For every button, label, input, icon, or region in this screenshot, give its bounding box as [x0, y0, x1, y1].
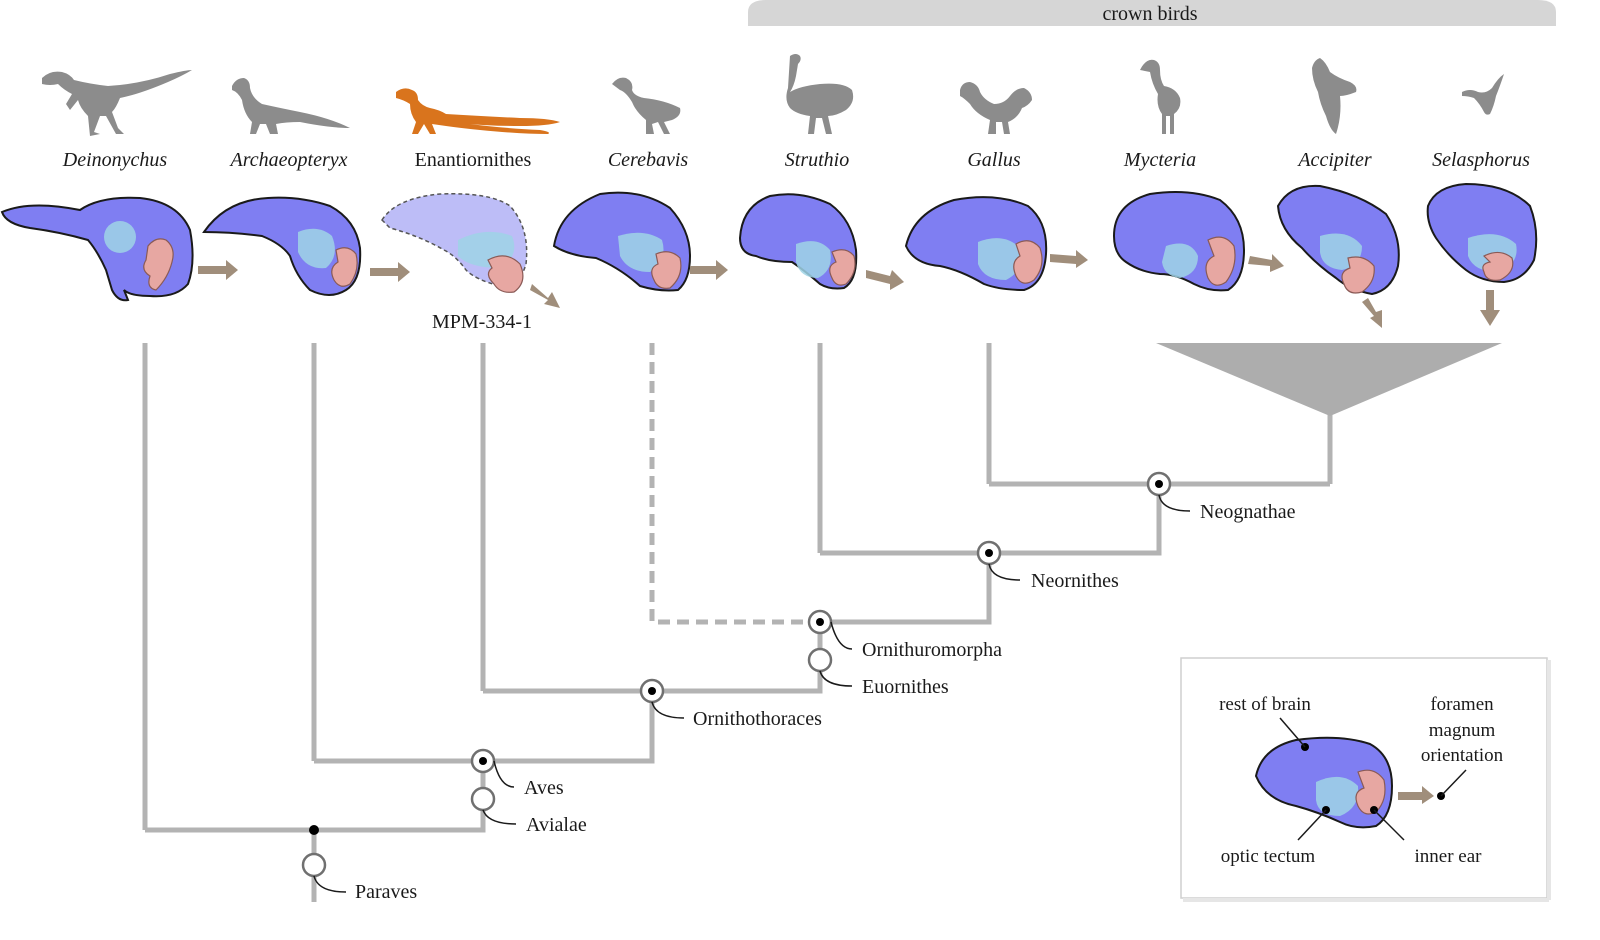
crown-birds-label: crown birds	[1103, 3, 1198, 25]
foramen-arrow-icon	[866, 270, 904, 290]
crown-birds-banner	[748, 0, 1556, 26]
bird-silhouette-icon	[786, 54, 854, 134]
foramen-arrow-icon	[370, 262, 410, 282]
legend-foramen-line3: orientation	[1421, 745, 1504, 766]
bird-silhouette-icon	[1312, 58, 1357, 134]
brain-endocast-icon	[1276, 184, 1400, 296]
node-aves	[470, 748, 515, 788]
clade-label-neognathae: Neognathae	[1200, 501, 1296, 523]
clade-label-aves: Aves	[524, 777, 564, 799]
bird-silhouette-icon	[960, 82, 1032, 134]
node-avialae	[470, 786, 517, 825]
bird-silhouette-icon	[1140, 59, 1181, 134]
branch-euornithes	[483, 622, 823, 694]
brain-endocast-icon	[0, 196, 194, 302]
taxon-name: Selasphorus	[1432, 149, 1530, 171]
foramen-arrow-icon	[1398, 786, 1434, 804]
bird-silhouette-icon	[612, 77, 681, 134]
node-paraves-root	[301, 825, 347, 893]
node-ornithothoraces	[639, 678, 685, 719]
taxon-name: Enantiornithes	[415, 149, 532, 171]
brain-endocast-icon	[738, 193, 858, 290]
branch-cerebavis	[649, 343, 820, 625]
taxon-name: Accipiter	[1296, 149, 1372, 171]
branch-aves	[145, 761, 486, 833]
clade-label-neornithes: Neornithes	[1031, 570, 1119, 592]
legend-panel: rest of brain foramen magnum orientation…	[1180, 657, 1551, 902]
clade-label-ornithuromorpha: Ornithuromorpha	[862, 639, 1002, 661]
branch-neornithes	[820, 484, 1162, 556]
legend-inner-ear: inner ear	[1415, 846, 1483, 867]
brain-endocast-icon	[202, 196, 362, 296]
node-euornithes	[807, 647, 853, 687]
legend-foramen-line1: foramen	[1430, 694, 1494, 715]
branch-ornithothoraces	[314, 691, 655, 764]
taxon-name: Cerebavis	[608, 149, 689, 171]
taxon-name: Archaeopteryx	[229, 149, 348, 171]
bird-silhouette-icon	[396, 88, 560, 134]
taxon-name: Gallus	[967, 149, 1021, 171]
taxon-name: Mycteria	[1123, 149, 1196, 171]
legend-rest-of-brain: rest of brain	[1219, 694, 1311, 715]
foramen-arrow-icon	[1248, 254, 1284, 272]
brain-endocast-icon	[904, 196, 1048, 292]
crown-clade-triangle	[1156, 343, 1502, 416]
foramen-arrow-icon	[1050, 250, 1088, 268]
clade-label-paraves: Paraves	[355, 881, 417, 903]
legend-optic-tectum: optic tectum	[1221, 846, 1316, 867]
brain-endocast-icon	[1112, 191, 1246, 292]
foramen-arrow-icon	[198, 260, 238, 280]
node-neognathae	[1146, 471, 1191, 512]
brain-endocast-icon	[1426, 182, 1538, 284]
clade-label-ornithothoraces: Ornithothoraces	[693, 708, 822, 730]
branch-ornithuromorpha	[820, 553, 992, 625]
taxon-name: Struthio	[785, 149, 849, 171]
taxon-name: Deinonychus	[62, 149, 168, 171]
clade-label-euornithes: Euornithes	[862, 676, 949, 698]
brain-endocast-icon	[381, 193, 528, 293]
specimen-label: MPM-334-1	[432, 311, 532, 333]
foramen-arrow-icon	[530, 284, 560, 308]
foramen-arrow-icon	[690, 260, 728, 280]
clade-label-avialae: Avialae	[526, 814, 587, 836]
foramen-arrow-icon	[1362, 298, 1382, 328]
node-neornithes	[976, 540, 1021, 581]
brain-endocast-icon	[552, 191, 692, 292]
node-ornithuromorpha	[807, 609, 853, 650]
bird-silhouette-icon	[1462, 74, 1504, 115]
foramen-arrow-icon	[1480, 290, 1500, 326]
phylogenetic-tree	[142, 343, 1502, 902]
dinosaur-silhouette-icon	[42, 70, 192, 136]
legend-foramen-line2: magnum	[1429, 720, 1496, 741]
bird-silhouette-icon	[232, 78, 350, 134]
